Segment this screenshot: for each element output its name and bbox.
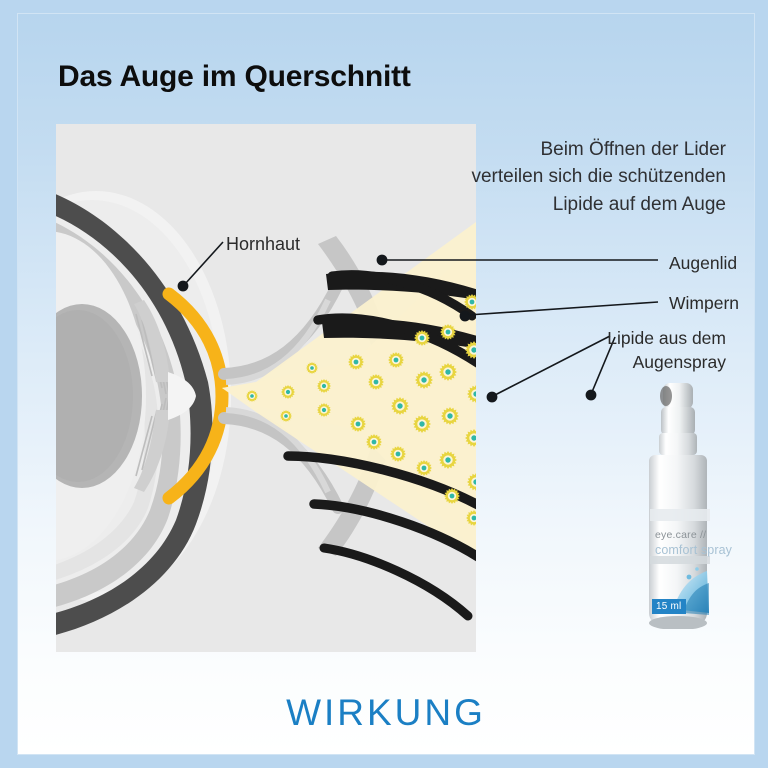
label-lipide-line-2: Augenspray: [632, 351, 726, 372]
label-lipide-aus-dem-augenspray: Lipide aus dem Augenspray: [516, 327, 726, 374]
lipid-droplet: [280, 410, 292, 422]
label-wimpern: Wimpern: [669, 293, 740, 313]
description-line-2: verteilen sich die schützenden: [471, 166, 726, 188]
lipid-droplet: [317, 403, 331, 417]
bottle-label-divider: [650, 556, 710, 564]
lipid-droplet: [441, 407, 459, 425]
lipid-droplet: [439, 451, 457, 469]
bottle-product-text: comfort spray: [655, 543, 733, 557]
footer-caption: WIRKUNG: [286, 692, 486, 733]
lipid-droplet: [415, 371, 433, 389]
lipid-droplet: [439, 363, 457, 381]
description-line-3: Lipide auf dem Auge: [552, 193, 726, 215]
page-title: Das Auge im Querschnitt: [58, 60, 411, 93]
nozzle-orifice: [660, 386, 672, 406]
description-line-1: Beim Öffnen der Lider: [540, 139, 726, 160]
bottle-brand-text: eye.care //: [655, 529, 707, 541]
label-augenlid: Augenlid: [669, 253, 738, 273]
leader-wimpern: [467, 301, 659, 316]
lipid-droplet: [368, 374, 384, 390]
lipid-droplet: [467, 473, 476, 491]
label-hornhaut: Hornhaut: [226, 234, 301, 254]
eyelashes-upper-2: [313, 270, 476, 368]
infographic-card: Das Auge im Querschnitt: [18, 14, 754, 754]
eye-cross-section-illustration: [56, 124, 476, 652]
lipid-droplet: [416, 460, 432, 476]
lipid-droplet: [466, 510, 476, 526]
lipid-droplet: [366, 434, 382, 450]
description-text: Beim Öffnen der Lider verteilen sich die…: [471, 136, 726, 218]
lipid-droplet: [390, 446, 406, 462]
lipid-droplet: [348, 354, 364, 370]
lipid-droplet: [281, 385, 295, 399]
lipid-droplet: [388, 352, 404, 368]
bottle-volume-badge: 15 ml: [652, 599, 687, 614]
lipid-droplet: [413, 415, 431, 433]
iris-lower: [134, 410, 170, 492]
leader-dot-lipide-a: [486, 391, 498, 403]
bottle-shoulder-ring: [659, 433, 697, 455]
lipid-droplet: [465, 341, 476, 359]
lipid-droplet: [306, 362, 318, 374]
lipid-droplet: [440, 324, 456, 340]
lipid-droplet: [444, 488, 460, 504]
iris-upper: [134, 300, 170, 382]
bottle-collar: [661, 407, 695, 435]
leader-dot-lipide-b: [585, 389, 597, 401]
lipid-droplet: [414, 330, 430, 346]
lipid-droplet: [350, 416, 366, 432]
lipid-droplet: [465, 429, 476, 447]
cornea-arc: [162, 287, 229, 505]
lipid-droplet: [391, 397, 409, 415]
lipid-droplet: [467, 385, 476, 403]
label-lipide-line-1: Lipide aus dem: [607, 328, 726, 348]
lipid-droplet: [246, 390, 258, 402]
eye-spray-bottle: eye.care // comfort spray 15 ml: [649, 381, 732, 630]
lipid-droplet: [317, 379, 331, 393]
